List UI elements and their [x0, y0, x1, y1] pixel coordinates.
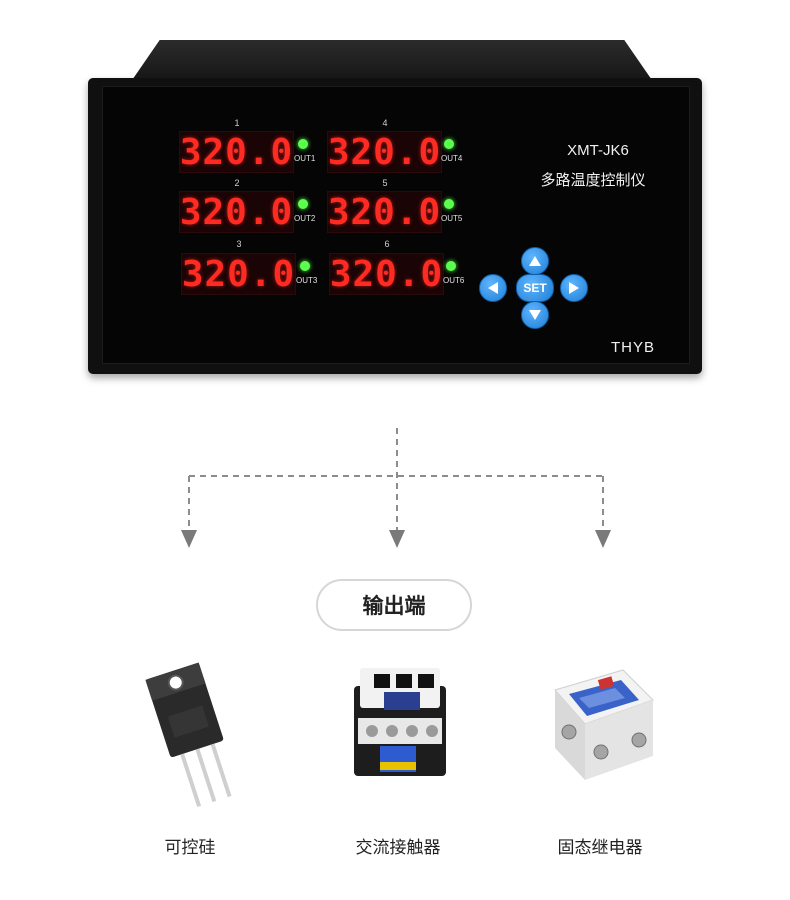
left-key[interactable]: [479, 274, 507, 302]
arrow-right-icon: [569, 282, 579, 294]
output-label: OUT4: [441, 154, 463, 163]
output-title-pill: 输出端: [316, 579, 472, 631]
output-led: [444, 199, 454, 209]
arrow-head-left: [181, 530, 197, 548]
component-label: 交流接触器: [355, 838, 441, 858]
channel-number: 5: [382, 178, 388, 188]
arrow-up-icon: [529, 256, 541, 266]
channel-display: 320.0: [327, 191, 442, 233]
channel-number: 2: [234, 178, 240, 188]
set-key[interactable]: SET: [516, 274, 554, 302]
channel-display: 320.0: [181, 253, 296, 295]
channel-number: 3: [236, 239, 242, 249]
output-label: OUT3: [296, 276, 318, 285]
component-label: 可控硅: [164, 838, 216, 858]
ac-contactor-icon: [354, 668, 446, 776]
channel-number: 6: [384, 239, 390, 249]
brand-name: THYB: [610, 339, 655, 356]
front-panel: 1 320.0 OUT1 2 320.0 OUT2 3 320.0 OUT3 4…: [102, 86, 690, 364]
channel-display: 320.0: [327, 131, 442, 173]
output-label: OUT6: [443, 276, 465, 285]
output-led: [300, 261, 310, 271]
arrow-head-right: [595, 530, 611, 548]
arrow-left-icon: [488, 282, 498, 294]
thyristor-icon: [145, 662, 232, 808]
channel-display: 320.0: [179, 191, 294, 233]
channel-display: 320.0: [179, 131, 294, 173]
channel-display: 320.0: [329, 253, 444, 295]
output-label: OUT5: [441, 214, 463, 223]
temperature-controller: 1 320.0 OUT1 2 320.0 OUT2 3 320.0 OUT3 4…: [88, 78, 702, 374]
solid-state-relay-icon: [554, 669, 654, 780]
output-label: OUT2: [294, 214, 316, 223]
down-key[interactable]: [521, 301, 549, 329]
channel-number: 4: [382, 118, 388, 128]
device-subtitle: 多路温度控制仪: [540, 171, 646, 189]
right-key[interactable]: [560, 274, 588, 302]
output-led: [298, 139, 308, 149]
output-led: [444, 139, 454, 149]
channel-number: 1: [234, 118, 240, 128]
output-led: [446, 261, 456, 271]
output-label: OUT1: [294, 154, 316, 163]
arrow-head-center: [389, 530, 405, 548]
arrow-down-icon: [529, 310, 541, 320]
output-led: [298, 199, 308, 209]
component-label: 固态继电器: [557, 838, 643, 858]
model-name: XMT-JK6: [567, 142, 629, 159]
